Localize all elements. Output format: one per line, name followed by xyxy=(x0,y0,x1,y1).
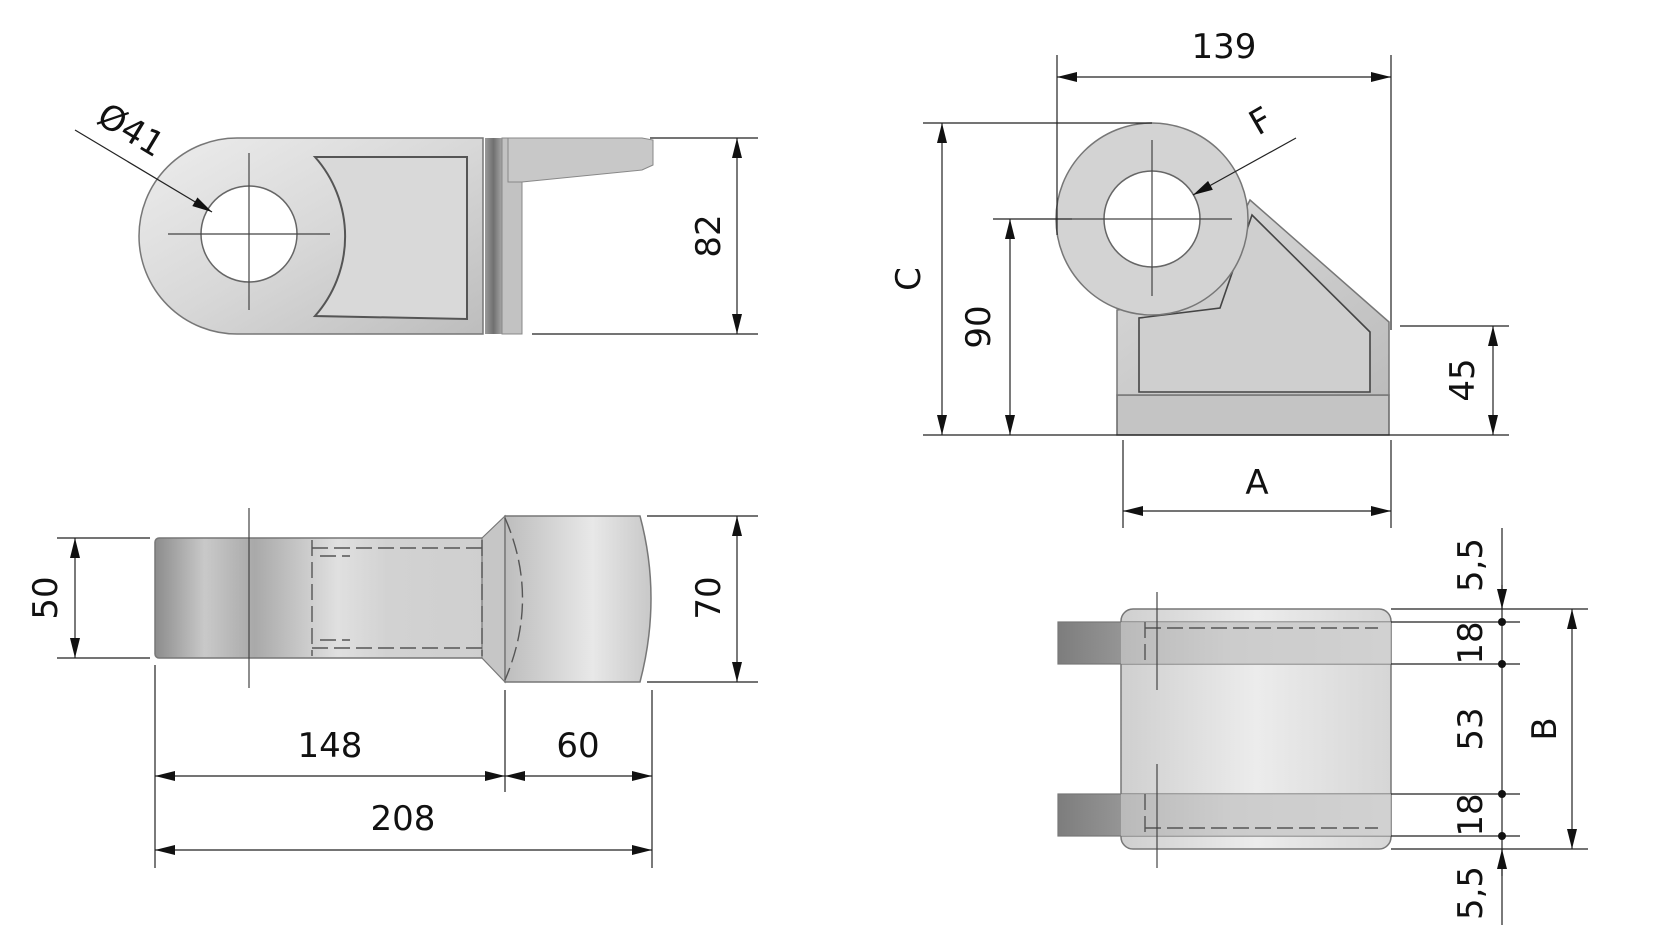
dim-148: 148 xyxy=(298,726,363,766)
dim-dia41-leader xyxy=(74,129,213,213)
side-view-base xyxy=(1116,394,1390,436)
dim-5-5-bottom: 5,5 xyxy=(1451,866,1491,920)
dim-dot-836 xyxy=(1498,832,1506,840)
side-view: 139 F C 90 45 A xyxy=(889,27,1509,528)
side-view-inner-face xyxy=(1138,213,1371,393)
top-view-flange xyxy=(507,137,654,183)
dim-208: 208 xyxy=(371,799,436,839)
end-view-slot-top xyxy=(1121,622,1391,664)
dim-dot-794 xyxy=(1498,790,1506,798)
dim-60: 60 xyxy=(556,726,599,766)
dim-18-bottom: 18 xyxy=(1451,793,1491,836)
dim-C: C xyxy=(889,267,929,291)
dim-dot-622 xyxy=(1498,618,1506,626)
top-view-recess xyxy=(312,156,468,321)
dim-18-top: 18 xyxy=(1451,621,1491,664)
dim-A: A xyxy=(1245,463,1268,503)
dim-139: 139 xyxy=(1192,27,1257,67)
dim-53: 53 xyxy=(1451,707,1491,750)
end-view-slot-bottom xyxy=(1121,794,1391,836)
top-view-back-plate xyxy=(485,138,502,334)
front-view-hidden-arc xyxy=(504,517,524,681)
front-view: 50 70 148 60 208 xyxy=(26,508,758,868)
dim-70: 70 xyxy=(689,576,729,619)
dim-dia41: Ø41 xyxy=(90,95,171,165)
end-view-body xyxy=(1120,608,1392,850)
dim-82: 82 xyxy=(689,214,729,257)
dim-F: F xyxy=(1243,99,1280,143)
dim-F-leader xyxy=(1192,137,1297,196)
dim-45: 45 xyxy=(1443,358,1483,401)
dim-90: 90 xyxy=(959,305,999,348)
front-view-neck xyxy=(481,514,506,684)
end-view: 5,5 18 53 18 5,5 B xyxy=(1057,528,1588,925)
dim-5-5-top: 5,5 xyxy=(1451,538,1491,592)
dim-B: B xyxy=(1525,717,1565,740)
front-view-head xyxy=(504,515,652,683)
top-view: Ø41 82 xyxy=(74,95,758,335)
dim-dot-664 xyxy=(1498,660,1506,668)
dim-50: 50 xyxy=(26,576,66,619)
